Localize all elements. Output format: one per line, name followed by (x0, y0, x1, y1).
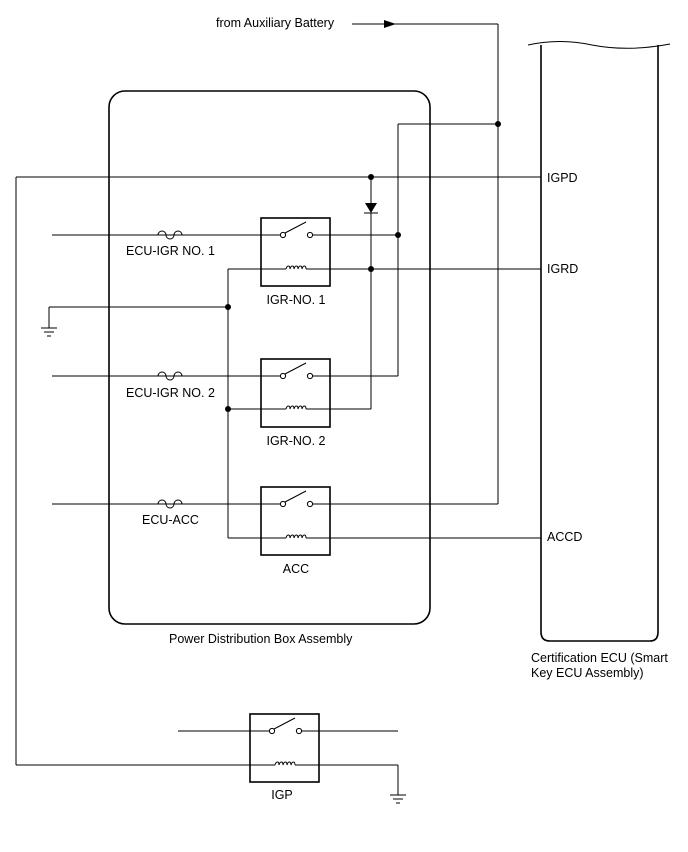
ground-icon (41, 327, 57, 337)
ground-icon (390, 794, 406, 804)
relay1-label: IGR-NO. 1 (266, 293, 325, 307)
relay-igr-no2 (260, 358, 331, 428)
relay-switch-icon (261, 221, 330, 239)
power-box-label: Power Distribution Box Assembly (169, 632, 353, 646)
junction-dot (368, 174, 374, 180)
relay-switch-icon (261, 362, 330, 380)
relay-coil-icon (250, 761, 319, 766)
fuse-icon (157, 371, 183, 381)
certification-ecu-outline (540, 45, 659, 642)
relay-acc (260, 486, 331, 556)
ecu-label-line2: Key ECU Assembly) (531, 666, 644, 680)
relay-coil-icon (261, 405, 330, 410)
relay-switch-icon (261, 490, 330, 508)
junction-dot (368, 266, 374, 272)
fuse2-label: ECU-IGR NO. 2 (126, 386, 215, 400)
relay-igr-no1 (260, 217, 331, 287)
arrow-right-icon (384, 20, 396, 28)
diode-icon (365, 203, 377, 213)
fuse-icon (157, 499, 183, 509)
fuse3-label: ECU-ACC (142, 513, 199, 527)
relay4-label: IGP (271, 788, 293, 802)
accd-terminal-label: ACCD (547, 530, 582, 544)
junction-dot (395, 232, 401, 238)
certification-ecu-break-line (527, 41, 671, 49)
relay-coil-icon (261, 265, 330, 270)
fuse1-label: ECU-IGR NO. 1 (126, 244, 215, 258)
relay3-label: ACC (283, 562, 309, 576)
aux-battery-label: from Auxiliary Battery (216, 16, 335, 30)
ecu-label-line1: Certification ECU (Smart (531, 651, 668, 665)
junction-dot (495, 121, 501, 127)
relay-coil-icon (261, 534, 330, 539)
relay2-label: IGR-NO. 2 (266, 434, 325, 448)
junction-dot (225, 304, 231, 310)
power-distribution-box-outline (108, 90, 431, 625)
igrd-terminal-label: IGRD (547, 262, 578, 276)
junction-dot (225, 406, 231, 412)
fuse-icon (157, 230, 183, 240)
relay-switch-icon (250, 717, 319, 735)
igpd-terminal-label: IGPD (547, 171, 578, 185)
relay-igp (249, 713, 320, 783)
